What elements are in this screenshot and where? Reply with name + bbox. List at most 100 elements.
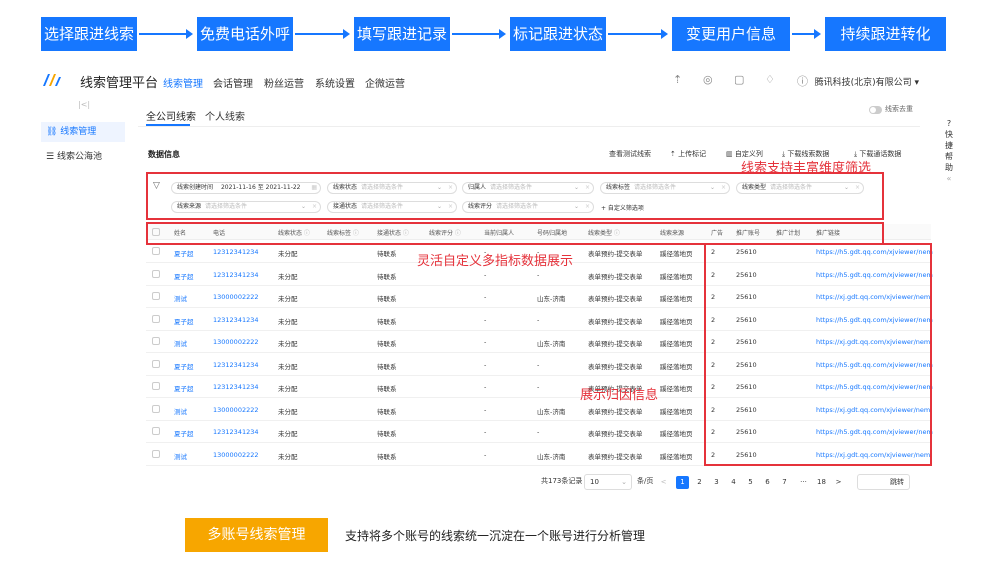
cell-name[interactable]: 夏子超	[174, 272, 194, 281]
cell-name[interactable]: 夏子超	[174, 317, 194, 326]
column-header-owner[interactable]: 当前归属人	[484, 230, 515, 237]
column-header-lead-type[interactable]: 线索类型 ⓘ	[588, 230, 620, 237]
page-button[interactable]: 4	[731, 478, 736, 486]
row-checkbox[interactable]	[152, 247, 160, 255]
row-checkbox[interactable]	[152, 449, 160, 458]
tab-personal-leads[interactable]: 个人线索	[205, 112, 245, 123]
cell-name[interactable]: 夏子超	[174, 430, 194, 438]
page-ellipsis[interactable]: ···	[800, 478, 807, 486]
nav-fan-operation[interactable]: 粉丝运营	[264, 79, 304, 90]
cell-promo-link[interactable]: https://xj.gdt.qq.com/xjviewer/nem	[816, 293, 931, 301]
row-checkbox[interactable]	[152, 292, 160, 300]
column-header-connect-status[interactable]: 接通状态 ⓘ	[377, 230, 409, 237]
upload-icon[interactable]: ⇡	[673, 73, 683, 86]
page-button[interactable]: 7	[782, 478, 787, 486]
multi-account-button[interactable]: 多账号线索管理	[185, 518, 328, 552]
sidebar-collapse-icon[interactable]: |<|	[78, 100, 91, 109]
page-button[interactable]: 3	[714, 478, 719, 486]
sidebar-item-lead-pool[interactable]: ☰ 线索公海池	[41, 147, 125, 167]
cell-name[interactable]: 夏子超	[174, 250, 194, 258]
cell-phone[interactable]: 12312341234	[213, 248, 259, 256]
download-leads-button[interactable]: ⤓ 下载线索数据	[782, 150, 830, 158]
custom-columns-button[interactable]: ▥ 自定义列	[726, 150, 763, 158]
nav-session-management[interactable]: 会话管理	[213, 79, 253, 90]
cell-promo-link[interactable]: https://h5.gdt.qq.com/xjviewer/nem	[816, 270, 933, 279]
page-button[interactable]: 5	[748, 478, 753, 486]
jump-label[interactable]: 跳转	[890, 478, 904, 486]
upload-mark-button[interactable]: ⇡ 上传标记	[670, 150, 707, 158]
column-header-phone[interactable]: 电话	[213, 230, 226, 237]
nav-wecom-operation[interactable]: 企微运营	[365, 79, 405, 90]
column-header-ad[interactable]: 广告	[711, 230, 724, 237]
column-header-lead-status[interactable]: 线索状态 ⓘ	[278, 230, 310, 237]
document-icon[interactable]: ▢	[734, 73, 745, 86]
cell-phone[interactable]: 12312341234	[213, 315, 259, 324]
cell-phone[interactable]: 12312341234	[213, 360, 259, 369]
page-size-select[interactable]: 10 ⌄	[584, 474, 632, 490]
cell-phone[interactable]: 12312341234	[213, 270, 259, 279]
cell-name[interactable]: 夏子超	[174, 362, 194, 371]
column-header-lead-score[interactable]: 线索评分 ⓘ	[429, 230, 461, 237]
cell-promo-link[interactable]: https://h5.gdt.qq.com/xjviewer/nem	[816, 428, 933, 436]
page-button[interactable]: 6	[765, 478, 770, 486]
nav-system-settings[interactable]: 系统设置	[315, 79, 355, 90]
page-button[interactable]: 1	[676, 476, 689, 489]
row-checkbox[interactable]	[152, 337, 160, 345]
help-circle-icon[interactable]: ◎	[703, 73, 713, 86]
cell-promo-link[interactable]: https://h5.gdt.qq.com/xjviewer/nem	[816, 383, 933, 391]
column-header-promo-plan[interactable]: 推广计划	[776, 230, 801, 237]
row-checkbox[interactable]	[152, 382, 160, 390]
cell-phone[interactable]: 12312341234	[213, 428, 259, 436]
cell-name[interactable]: 夏子超	[174, 385, 194, 393]
column-header-name[interactable]: 姓名	[174, 230, 187, 237]
row-checkbox[interactable]	[152, 269, 160, 278]
filter-owner[interactable]: 归属人请选择筛选条件 ⌄×	[462, 182, 594, 194]
question-icon[interactable]: ⓘ	[797, 75, 808, 88]
bell-icon[interactable]: ♢	[765, 73, 775, 86]
cell-phone[interactable]: 13000002222	[213, 450, 259, 459]
cell-promo-link[interactable]: https://xj.gdt.qq.com/xjviewer/nem	[816, 450, 931, 459]
column-header-phone-location[interactable]: 号码归属地	[537, 230, 568, 237]
company-selector[interactable]: 腾讯科技(北京)有限公司 ▾	[814, 78, 919, 88]
cell-promo-link[interactable]: https://xj.gdt.qq.com/xjviewer/nem	[816, 338, 931, 346]
page-button[interactable]: 18	[817, 478, 826, 486]
select-all-checkbox[interactable]	[152, 228, 160, 236]
row-checkbox[interactable]	[152, 427, 160, 435]
row-checkbox[interactable]	[152, 314, 160, 323]
column-header-promo-link[interactable]: 推广链接	[816, 230, 841, 237]
cell-phone[interactable]: 13000002222	[213, 293, 259, 301]
cell-name[interactable]: 测试	[174, 452, 187, 461]
next-page-button[interactable]: >	[835, 478, 842, 486]
download-calls-button[interactable]: ⤓ 下载通话数据	[854, 150, 902, 158]
tab-company-leads[interactable]: 全公司线索	[146, 112, 196, 123]
quick-help-rail[interactable]: ? 快捷帮助 «	[943, 118, 955, 184]
column-header-lead-tag[interactable]: 线索标签 ⓘ	[327, 230, 359, 237]
cell-name[interactable]: 测试	[174, 295, 187, 303]
cell-promo-link[interactable]: https://h5.gdt.qq.com/xjviewer/nem	[816, 360, 933, 369]
cell-phone[interactable]: 13000002222	[213, 338, 259, 346]
column-header-promo-account[interactable]: 推广账号	[736, 230, 761, 237]
column-header-lead-source[interactable]: 线索来源	[660, 230, 685, 237]
page-jump-input[interactable]: 跳转	[857, 474, 910, 490]
view-test-leads-button[interactable]: 查看测试线索	[609, 150, 651, 158]
prev-page-button[interactable]: <	[660, 478, 667, 486]
nav-lead-management[interactable]: 线索管理	[163, 79, 203, 90]
filter-lead-type[interactable]: 线索类型请选择筛选条件 ⌄×	[736, 182, 864, 194]
row-checkbox[interactable]	[152, 404, 160, 413]
filter-connect-status[interactable]: 接通状态请选择筛选条件 ⌄×	[327, 201, 457, 213]
cell-phone[interactable]: 12312341234	[213, 383, 259, 391]
page-button[interactable]: 2	[697, 478, 702, 486]
add-custom-filter-button[interactable]: + 自定义筛选项	[601, 205, 644, 212]
cell-name[interactable]: 测试	[174, 407, 187, 416]
cell-promo-link[interactable]: https://h5.gdt.qq.com/xjviewer/nem	[816, 315, 933, 324]
filter-lead-status[interactable]: 线索状态请选择筛选条件 ⌄×	[327, 182, 457, 194]
